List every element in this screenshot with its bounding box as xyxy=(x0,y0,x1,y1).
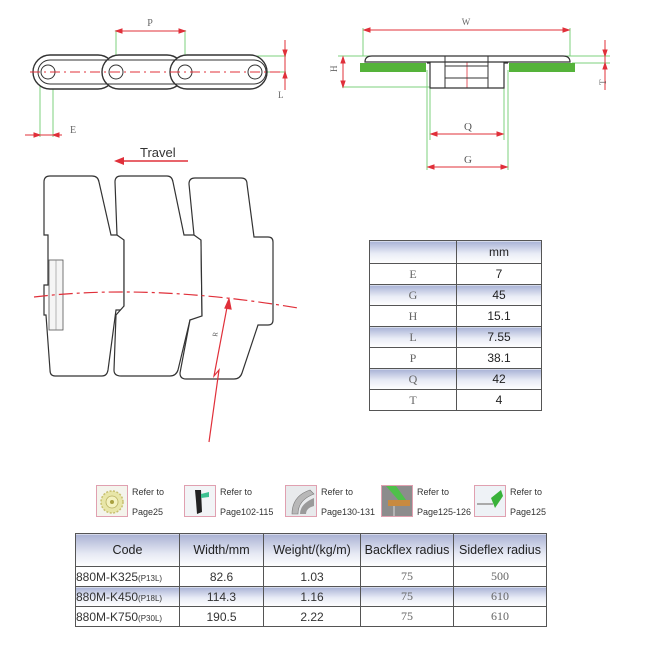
product-code-suffix: (P13L) xyxy=(138,573,163,583)
header-backflex: Backflex radius xyxy=(360,533,454,567)
dimension-table-header: mm xyxy=(369,240,542,264)
dimension-value: 38.1 xyxy=(456,347,542,369)
header-weight: Weight/(kg/m) xyxy=(263,533,361,567)
chain-guide-icon xyxy=(184,485,216,517)
product-code-suffix: (P30L) xyxy=(138,613,163,623)
dimension-value: 42 xyxy=(456,368,542,390)
reference-side-guide: Refer to Page125 xyxy=(474,485,546,517)
dimension-row: T 4 xyxy=(369,389,542,411)
reference-page: Page125-126 xyxy=(417,507,472,517)
dimension-value: 4 xyxy=(456,389,542,411)
reference-page: Page130-131 xyxy=(321,507,376,517)
product-code: 880M-K325 xyxy=(76,569,139,584)
offset-label: E xyxy=(70,125,76,136)
dimension-value: 45 xyxy=(456,284,542,306)
radius-arrow-icon xyxy=(208,297,232,443)
reference-page: Page102-115 xyxy=(220,507,274,517)
thickness-label: T xyxy=(598,79,608,85)
reference-text: Refer to xyxy=(510,487,543,497)
reference-chain-guide: Refer to Page102-115 xyxy=(184,485,273,517)
dimension-row: E 7 xyxy=(369,263,542,285)
cross-section-drawing: W H T Q G xyxy=(329,17,610,170)
reference-wear-strip: Refer to Page125-126 xyxy=(381,485,471,517)
product-weight: 1.03 xyxy=(263,566,361,587)
corner-track-icon xyxy=(285,485,317,517)
reference-text: Refer to xyxy=(220,487,253,497)
side-guide-icon xyxy=(474,485,506,517)
top-view-drawing: R xyxy=(33,157,299,443)
product-backflex: 75 xyxy=(360,566,454,587)
product-table-header: Code Width/mm Weight/(kg/m) Backflex rad… xyxy=(75,533,547,567)
inner-width-label: Q xyxy=(464,121,472,133)
dimension-value: 15.1 xyxy=(456,305,542,327)
dimension-row: H 15.1 xyxy=(369,305,542,327)
product-code: 880M-K750 xyxy=(76,609,139,624)
product-width: 190.5 xyxy=(179,606,264,627)
product-code-suffix: (P18L) xyxy=(138,593,163,603)
product-sideflex: 500 xyxy=(453,566,547,587)
reference-page: Page125 xyxy=(510,507,547,517)
reference-corner-track: Refer to Page130-131 xyxy=(285,485,375,517)
header-sideflex: Sideflex radius xyxy=(453,533,547,567)
side-view-drawing: P E L xyxy=(25,18,288,138)
product-backflex: 75 xyxy=(360,586,454,607)
product-code: 880M-K450 xyxy=(76,589,139,604)
width-label: W xyxy=(462,17,471,27)
product-sideflex: 610 xyxy=(453,586,547,607)
reference-page: Page25 xyxy=(132,507,164,517)
product-backflex: 75 xyxy=(360,606,454,627)
wear-strip-icon xyxy=(381,485,413,517)
unit-header: mm xyxy=(456,240,542,264)
dimension-key: H xyxy=(369,305,457,327)
reference-text: Refer to xyxy=(417,487,450,497)
product-row: 880M-K750(P30L) 190.5 2.22 75 610 xyxy=(75,606,547,627)
dimension-row: Q 42 xyxy=(369,368,542,390)
product-width: 82.6 xyxy=(179,566,264,587)
product-row: 880M-K450(P18L) 114.3 1.16 75 610 xyxy=(75,586,547,607)
dimension-key: L xyxy=(369,326,457,348)
dimension-value: 7 xyxy=(456,263,542,285)
radius-label: R xyxy=(211,331,220,337)
outer-width-label: G xyxy=(464,154,472,166)
header-code: Code xyxy=(75,533,180,567)
height-h-label: H xyxy=(329,65,339,72)
dimension-key: Q xyxy=(369,368,457,390)
product-weight: 2.22 xyxy=(263,606,361,627)
dimension-row: L 7.55 xyxy=(369,326,542,348)
travel-label: Travel xyxy=(140,145,176,160)
height-label: L xyxy=(278,90,284,100)
dimension-table: mm E 7 G 45 H 15.1 L 7.55 P 38.1 Q 42 T … xyxy=(369,240,542,411)
product-sideflex: 610 xyxy=(453,606,547,627)
travel-arrow-icon xyxy=(114,157,188,165)
reference-text: Refer to xyxy=(321,487,354,497)
reference-text: Refer to xyxy=(132,487,165,497)
product-row: 880M-K325(P13L) 82.6 1.03 75 500 xyxy=(75,566,547,587)
product-width: 114.3 xyxy=(179,586,264,607)
dimension-key: G xyxy=(369,284,457,306)
dimension-key-header xyxy=(369,240,457,264)
dimension-row: P 38.1 xyxy=(369,347,542,369)
reference-sprocket: Refer to Page25 xyxy=(96,485,164,517)
product-table: Code Width/mm Weight/(kg/m) Backflex rad… xyxy=(75,533,547,627)
dimension-row: G 45 xyxy=(369,284,542,306)
dimension-key: T xyxy=(369,389,457,411)
sprocket-icon xyxy=(96,485,128,517)
dimension-key: P xyxy=(369,347,457,369)
header-width: Width/mm xyxy=(179,533,264,567)
dimension-key: E xyxy=(369,263,457,285)
pitch-label: P xyxy=(147,18,153,29)
product-weight: 1.16 xyxy=(263,586,361,607)
dimension-value: 7.55 xyxy=(456,326,542,348)
